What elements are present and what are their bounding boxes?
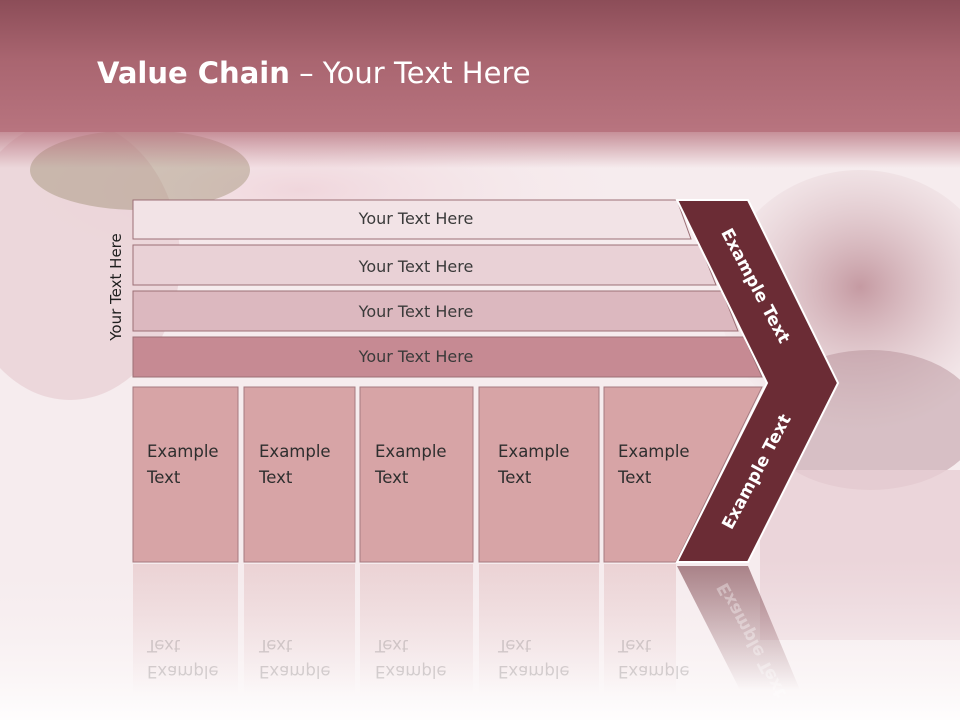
header-fade [0, 128, 960, 168]
column-reflection [133, 564, 238, 694]
bar-1-label: Your Text Here [358, 209, 474, 228]
bar-2-label: Your Text Here [358, 257, 474, 276]
header-band [0, 0, 960, 132]
page-title: Value Chain – Your Text Here [97, 56, 531, 90]
column-2 [243, 386, 356, 563]
column-1 [132, 386, 239, 563]
title-bold: Value Chain [97, 56, 290, 90]
column-reflection [479, 564, 599, 694]
bar-2 [132, 244, 717, 286]
bar-1 [132, 199, 692, 240]
chevron-reflection [677, 566, 800, 690]
column-reflection [244, 564, 355, 694]
bar-3-label: Your Text Here [358, 302, 474, 321]
column-reflection [360, 564, 473, 694]
bar-4 [132, 336, 763, 378]
column-3 [359, 386, 474, 563]
bar-4-label: Your Text Here [358, 347, 474, 366]
column-reflection [604, 564, 676, 694]
chevron-arrow [675, 199, 840, 563]
column-4 [478, 386, 600, 563]
title-rest: – Your Text Here [289, 56, 531, 90]
bar-3 [132, 290, 739, 332]
